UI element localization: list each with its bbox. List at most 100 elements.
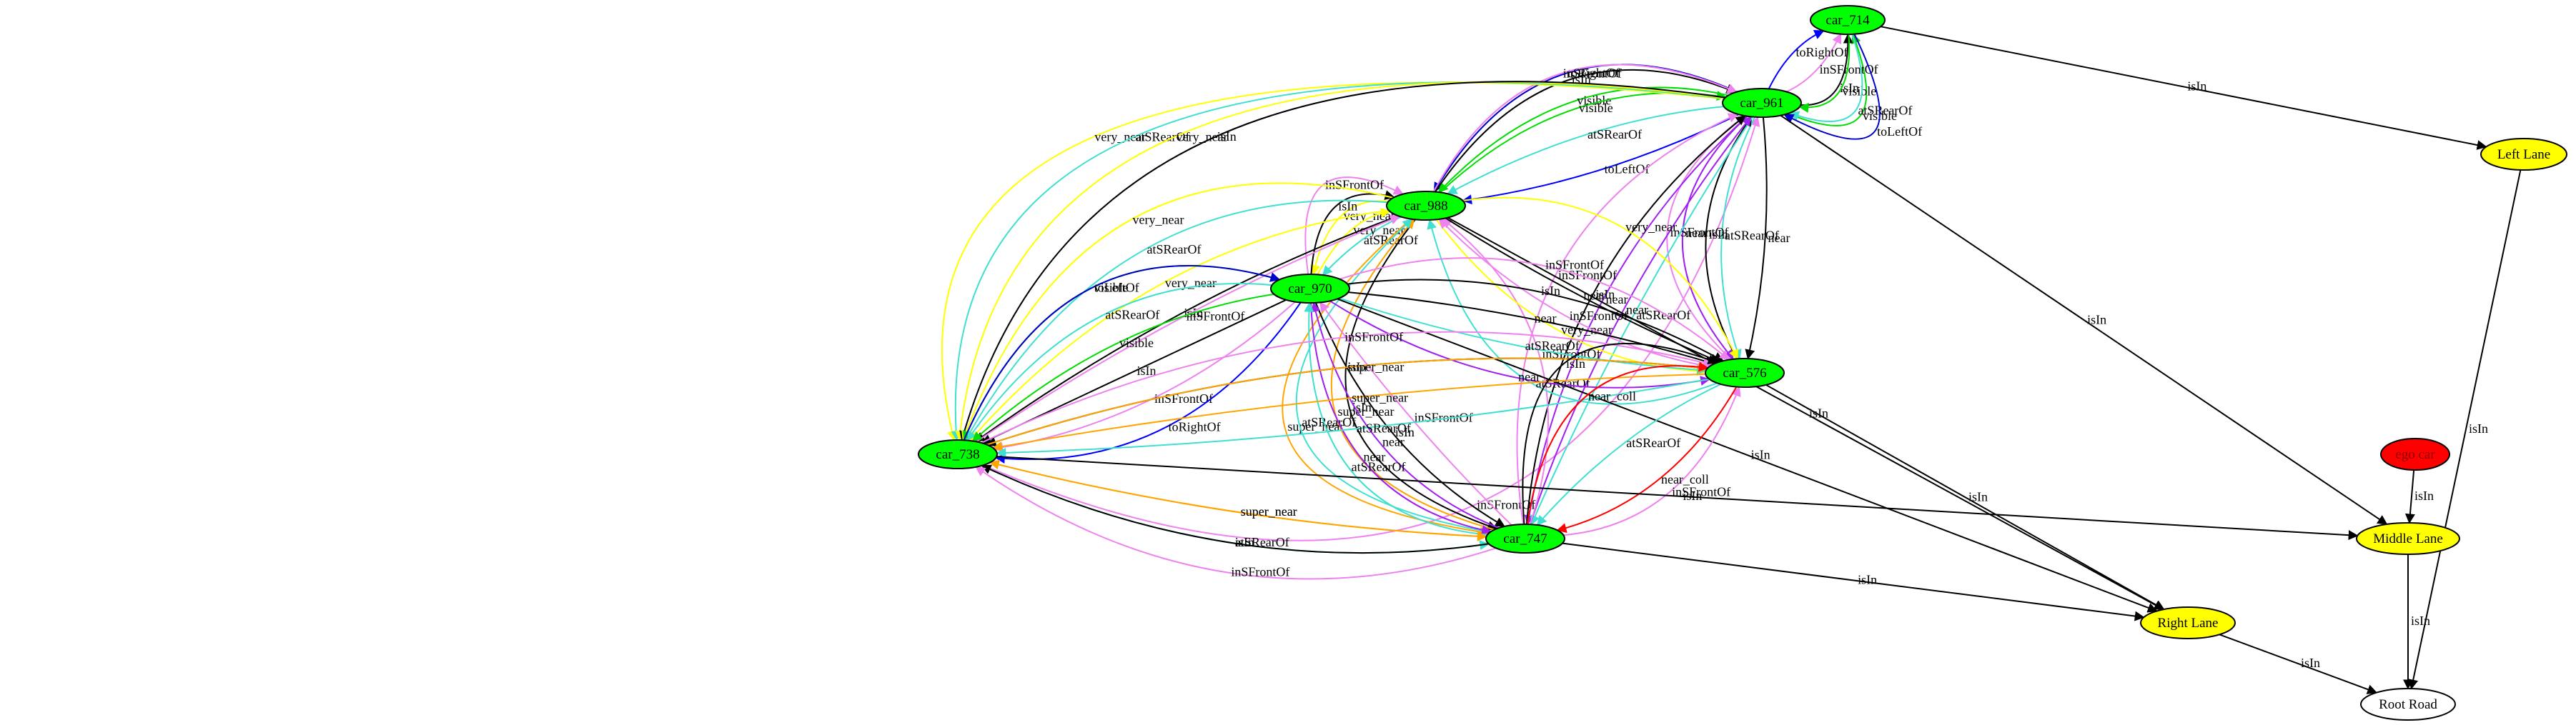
node-car-747[interactable]: car_747 (1485, 524, 1565, 554)
edge-label: atSRearOf (1352, 459, 1406, 474)
edge-car_988-very_near-car_738 (969, 209, 1389, 442)
edge-car_988-isIn-car_738 (974, 215, 1399, 442)
edge-label: inSFrontOf (1558, 268, 1617, 282)
edge-label: very_near (1132, 213, 1184, 227)
edge-label: toLeftOf (1605, 161, 1650, 176)
edge-car_738-toLeftOf-car_970 (963, 265, 1281, 441)
node-shape (1386, 191, 1466, 221)
edge-car_961-atSRearOf-car_988 (1447, 106, 1724, 195)
edge-car_970-isIn-right_lane (1337, 298, 2158, 613)
edge-car_714-isIn-left_lane (1881, 26, 2487, 150)
edges-layer: visibleisIninSFrontOftoRightOfvisibleatS… (941, 26, 2522, 694)
edge-car_747-inSFrontOf-car_988 (1441, 218, 1549, 525)
edge-label: isIn (2411, 614, 2430, 628)
edge-label: atSRearOf (1636, 308, 1690, 322)
edge-label: near (1606, 292, 1628, 306)
edge-car_747-near-car_961 (1529, 116, 1752, 525)
edge-label: visible (1094, 280, 1129, 294)
edge-label: very_near (1165, 276, 1217, 290)
node-shape (2360, 688, 2456, 721)
edge-car_961-near-car_747 (1524, 115, 1748, 526)
node-label: Left Lane (2497, 147, 2550, 162)
edge-label: isIn (1566, 356, 1585, 371)
node-label: Root Road (2379, 697, 2437, 712)
node-shape (2480, 138, 2567, 171)
edge-car_961-isIn-car_738 (959, 81, 1725, 441)
node-car-714[interactable]: car_714 (1810, 5, 1886, 35)
node-label: car_714 (1826, 13, 1870, 28)
edge-car_970-atSRearOf-car_576 (1339, 297, 1708, 375)
node-label: car_988 (1404, 199, 1447, 214)
edge-label: super_near (1352, 390, 1408, 404)
node-car-576[interactable]: car_576 (1705, 358, 1785, 388)
edge-label: inSFrontOf (1670, 225, 1728, 239)
edge-label: toLeftOf (1094, 280, 1139, 294)
edge-label: isIn (1751, 447, 1770, 461)
node-left-lane[interactable]: Left Lane (2480, 138, 2567, 171)
edge-label: isIn (1858, 573, 1877, 587)
edge-label: atSRearOf (1105, 308, 1159, 322)
edge-label: inSFrontOf (1231, 565, 1289, 579)
edge-label: inSFrontOf (1415, 411, 1473, 425)
edge-car_576-isIn-right_lane (1765, 384, 2165, 610)
node-ego-car[interactable]: ego car (2380, 438, 2450, 471)
edge-car_988-very_near-car_576 (1462, 196, 1738, 360)
edge-car_747-inSFrontOf-car_576 (1563, 386, 1741, 536)
edge-car_970-near-car_576 (1329, 300, 1711, 389)
edge-label: isIn (2087, 312, 2106, 326)
edge-label: atSRearOf (1147, 242, 1202, 256)
edge-label: very_near (1625, 220, 1677, 234)
edge-label: near (1363, 449, 1385, 464)
edge-car_961-near-car_576 (1745, 116, 1768, 360)
edge-label: isIn (1595, 287, 1615, 301)
edge-label: inSFrontOf (1563, 66, 1622, 80)
edge-label: super_near (1347, 360, 1404, 374)
edge-car_970-inSFrontOf-car_576 (1339, 257, 1730, 361)
edge-car_961-near-car_576 (1681, 115, 1748, 360)
node-label: Middle Lane (2373, 531, 2443, 546)
edge-car_961-toRightOf-car_714 (1768, 30, 1825, 89)
edge-car_747-isIn-car_738 (981, 464, 1490, 554)
edge-label: near (1382, 434, 1405, 449)
edge-label: near_coll (1661, 472, 1709, 486)
node-root-road[interactable]: Root Road (2360, 688, 2456, 721)
edge-label: inSFrontOf (1545, 258, 1604, 272)
edge-label: inSFrontOf (1325, 178, 1384, 192)
edge-car_988-isIn-right_lane (1447, 216, 2164, 611)
edge-label: visible (1577, 94, 1611, 108)
node-label: car_747 (1503, 531, 1547, 546)
edge-label: very_near (1176, 129, 1228, 144)
edge-car_576-near_coll-car_747 (1556, 386, 1738, 534)
node-car-961[interactable]: car_961 (1722, 88, 1802, 118)
node-label: Right Lane (2158, 616, 2219, 631)
edge-label: isIn (1709, 227, 1728, 241)
edge-car_747-isIn-right_lane (1562, 542, 2145, 621)
edge-car_576-inSFrontOf-car_988 (1438, 218, 1710, 368)
edge-label: atSRearOf (1525, 339, 1580, 353)
node-middle-lane[interactable]: Middle Lane (2356, 522, 2460, 555)
edge-car_961-atSRearOf-car_576 (1720, 116, 1756, 360)
edge-right_lane-isIn-root_road (2219, 634, 2378, 694)
edge-car_747-near-car_970 (1310, 301, 1500, 529)
edge-car_738-inSFrontOf-car_576 (981, 331, 1713, 444)
edge-car_988-isIn-car_961 (1435, 69, 1737, 193)
edge-car_747-super_near-car_738 (989, 459, 1487, 538)
edge-label: inSFrontOf (1344, 330, 1403, 344)
edge-label: very_near (1094, 130, 1146, 144)
node-car-988[interactable]: car_988 (1386, 191, 1466, 221)
edge-label: isIn (1338, 199, 1357, 213)
edge-car_714-visible-car_961 (1798, 34, 1851, 113)
node-shape (1270, 274, 1350, 304)
edge-label: inSFrontOf (1570, 309, 1628, 323)
node-car-970[interactable]: car_970 (1270, 274, 1350, 304)
edge-label: isIn (2187, 79, 2206, 94)
edge-label: inSFrontOf (1672, 485, 1730, 499)
edge-car_961-visible-car_714 (1788, 33, 1868, 126)
node-right-lane[interactable]: Right Lane (2140, 606, 2236, 639)
node-car-738[interactable]: car_738 (918, 439, 998, 469)
edge-car_747-isIn-car_961 (1525, 115, 1746, 525)
node-shape (2140, 606, 2236, 639)
edge-label: super_near (1241, 504, 1297, 519)
edge-label: atSRearOf (1858, 104, 1912, 118)
